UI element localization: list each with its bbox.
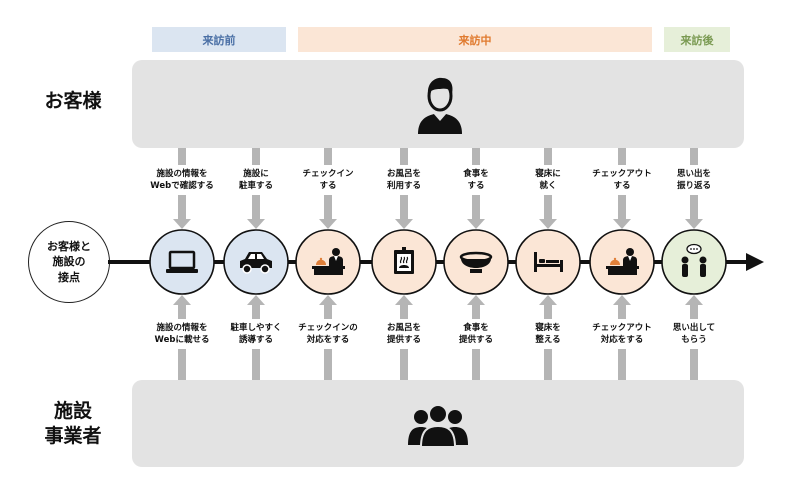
customer-label-background	[142, 165, 222, 195]
customer-action-label: チェックインする	[286, 168, 370, 193]
provider-action-label-line: 施設の情報を	[156, 323, 208, 333]
customer-label-background	[582, 165, 662, 195]
meal-bowl-icon	[459, 251, 493, 273]
customer-action-label-line: 寝床に	[535, 169, 561, 179]
customer-action-label: 思い出を振り返る	[652, 168, 736, 193]
reception-icon	[606, 248, 639, 275]
customer-label: お客様	[44, 90, 102, 112]
customer-label-background	[288, 165, 368, 195]
phase-during-visit: 来訪中	[298, 27, 652, 52]
customer-label-background	[216, 165, 296, 195]
customer-action-label-line: する	[613, 181, 631, 192]
provider-action-label: チェックインの対応をする	[286, 322, 370, 347]
customer-action-label-line: する	[319, 181, 337, 192]
customer-action-label-line: Webで確認する	[150, 181, 214, 192]
customer-action-label-line: 食事を	[463, 169, 489, 179]
provider-action-label-line: チェックインの	[298, 323, 358, 333]
provider-label-background	[216, 319, 296, 349]
phase-after-visit: 来訪後	[664, 27, 730, 52]
provider-label-background	[288, 319, 368, 349]
touchpoint-step-circle	[295, 229, 361, 295]
provider-action-label: 思い出してもらう	[652, 322, 736, 347]
provider-action-label: お風呂を提供する	[362, 322, 446, 347]
provider-action-label-line: 整える	[535, 335, 561, 346]
provider-action-label-line: 駐車しやすく	[230, 323, 282, 333]
timeline-arrowhead	[746, 253, 764, 271]
customer-action-label-line: 施設に	[243, 169, 269, 179]
customer-action-label-line: 駐車する	[238, 181, 273, 192]
reception-icon	[312, 248, 345, 275]
customer-label-background	[436, 165, 516, 195]
customer-action-label: 寝床に就く	[506, 168, 590, 193]
customer-action-label-line: 就く	[539, 181, 557, 192]
customer-action-label-line: 思い出を	[676, 169, 711, 179]
customer-action-label: 食事をする	[434, 168, 518, 193]
customer-action-label-line: お風呂を	[386, 169, 421, 179]
customer-action-label-line: チェックアウト	[592, 169, 652, 179]
customer-action-label-line: 利用する	[386, 181, 421, 192]
car-icon	[240, 252, 272, 274]
touchpoint-label-line1: お客様と	[47, 239, 91, 253]
customer-action-label-line: する	[467, 181, 485, 192]
bed-icon	[534, 252, 563, 272]
provider-action-label: 施設の情報を Webに載せる	[140, 322, 224, 347]
provider-label-background	[508, 319, 588, 349]
customer-action-label-line: 振り返る	[676, 181, 711, 192]
provider-label-background	[142, 319, 222, 349]
bath-icon	[394, 247, 414, 274]
provider-label-line2: 事業者	[44, 424, 102, 447]
touchpoint-label-line2: 施設の	[52, 255, 86, 269]
person-icon	[418, 77, 462, 134]
touchpoint-step-circle	[589, 229, 655, 295]
provider-label-background	[582, 319, 662, 349]
provider-action-label-line: 対応をする	[600, 335, 644, 346]
group-of-people-icon	[408, 404, 468, 448]
provider-action-label-line: 対応をする	[306, 335, 350, 346]
customer-label-background	[364, 165, 444, 195]
provider-action-label-line: チェックアウト	[592, 323, 652, 333]
touchpoint-circle: お客様と 施設の 接点	[28, 221, 110, 303]
conversation-icon	[681, 243, 707, 277]
laptop-icon	[166, 250, 198, 273]
customer-action-label-line: チェックイン	[302, 169, 354, 179]
provider-action-label: 食事を提供する	[434, 322, 518, 347]
customer-action-label: お風呂を利用する	[362, 168, 446, 193]
provider-action-label-line: 誘導する	[238, 335, 273, 346]
provider-label-background	[436, 319, 516, 349]
provider-action-label-line: お風呂を	[386, 323, 421, 333]
provider-action-label-line: Webに載せる	[154, 335, 210, 346]
touchpoint-step-circle	[149, 229, 215, 295]
provider-label-line1: 施設	[53, 400, 92, 422]
provider-action-label: 寝床を整える	[506, 322, 590, 347]
provider-action-label-line: 寝床を	[535, 323, 561, 333]
provider-action-label-line: もらう	[681, 335, 707, 346]
touchpoint-label-line3: 接点	[58, 270, 80, 284]
provider-label-background	[364, 319, 444, 349]
provider-label-background	[654, 319, 734, 349]
customer-label-background	[508, 165, 588, 195]
provider-action-label-line: 食事を	[463, 323, 489, 333]
provider-action-label-line: 提供する	[458, 335, 493, 346]
customer-action-label-line: 施設の情報を	[156, 169, 208, 179]
provider-action-label: チェックアウト対応をする	[580, 322, 664, 347]
provider-action-label: 駐車しやすく誘導する	[214, 322, 298, 347]
customer-action-label: チェックアウトする	[580, 168, 664, 193]
customer-action-label: 施設に駐車する	[214, 168, 298, 193]
provider-action-label-line: 思い出して	[672, 323, 716, 333]
customer-action-label: 施設の情報を Webで確認する	[140, 168, 224, 193]
provider-label: 施設 事業者	[28, 399, 118, 448]
phase-before-visit: 来訪前	[152, 27, 286, 52]
customer-label-background	[654, 165, 734, 195]
provider-action-label-line: 提供する	[386, 335, 421, 346]
touchpoint-step-circle	[661, 229, 727, 295]
